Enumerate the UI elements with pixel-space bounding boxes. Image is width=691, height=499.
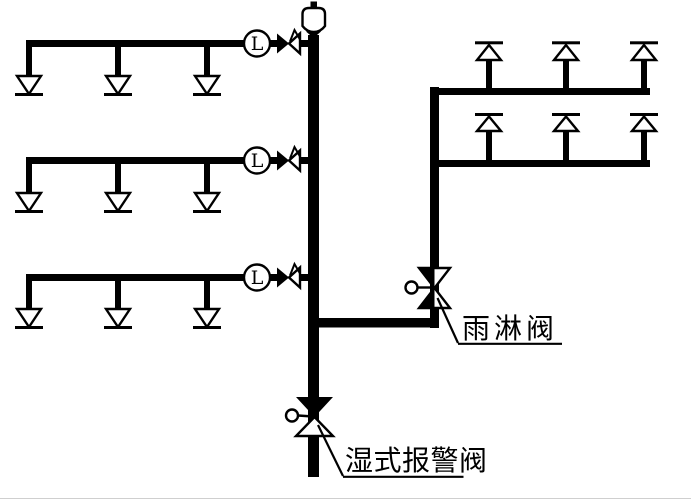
pendent-sprinkler-icon bbox=[192, 74, 222, 97]
flow-indicator-3: L bbox=[242, 263, 272, 292]
air-vent-bell-icon bbox=[301, 1, 327, 38]
main-riser-pipe bbox=[308, 35, 319, 477]
upright-sprinkler-icon bbox=[474, 41, 504, 62]
cross-main-pipe bbox=[308, 318, 439, 328]
valve-flag bbox=[289, 27, 301, 42]
right-lower-branch-pipe bbox=[430, 160, 650, 167]
wet-alarm-valve-label: 湿式报警阀 bbox=[345, 444, 488, 477]
deluge-valve-label: 雨淋阀 bbox=[462, 312, 558, 345]
pendent-sprinkler-row-3 bbox=[14, 307, 222, 330]
upright-sprinkler-icon bbox=[629, 113, 659, 133]
left-branch1-pipe bbox=[26, 40, 244, 47]
pipe-network bbox=[26, 35, 650, 477]
flow-indicator-letter: L bbox=[251, 150, 264, 172]
left-branch2-pipe bbox=[26, 157, 244, 164]
pendent-sprinkler-icon bbox=[192, 307, 222, 330]
left-branch1-stub-a bbox=[270, 40, 278, 47]
flow-indicator-1: L bbox=[242, 29, 272, 58]
left-branch3-pipe bbox=[26, 274, 244, 281]
wet-alarm-valve-icon bbox=[284, 397, 336, 438]
signal-valve-icon bbox=[277, 261, 302, 291]
upright-sprinkler-icon bbox=[551, 41, 581, 62]
pendent-sprinkler-icon bbox=[103, 307, 133, 330]
left-branch3-stub-a bbox=[270, 274, 278, 281]
leader-line bbox=[317, 424, 344, 477]
upright-sprinkler-icon bbox=[629, 41, 659, 62]
flow-indicator-2: L bbox=[242, 146, 272, 175]
left-branch2-stub-b bbox=[298, 157, 309, 164]
upright-sprinkler-icon bbox=[474, 113, 504, 133]
deluge-valve-callout: 雨淋阀 bbox=[436, 297, 562, 345]
left-branch2-stub-a bbox=[270, 157, 278, 164]
valve-actuator-circle bbox=[284, 408, 300, 423]
valve-flag bbox=[289, 144, 301, 159]
pendent-sprinkler-icon bbox=[14, 191, 44, 214]
deluge-feed-pipe bbox=[430, 87, 439, 328]
upright-sprinkler-row-upper bbox=[474, 41, 659, 62]
valve-flag bbox=[289, 261, 301, 276]
pendent-sprinkler-icon bbox=[192, 191, 222, 214]
right-upper-branch-pipe bbox=[430, 88, 650, 95]
deluge-valve-icon bbox=[404, 266, 453, 310]
valve-actuator-circle bbox=[404, 280, 419, 295]
wet-alarm-valve-callout: 湿式报警阀 bbox=[317, 424, 488, 478]
signal-valve-icon bbox=[277, 27, 302, 57]
flow-indicator-letter: L bbox=[251, 267, 264, 289]
pendent-sprinkler-icon bbox=[103, 191, 133, 214]
flow-indicator-letter: L bbox=[251, 33, 264, 55]
pendent-sprinkler-icon bbox=[14, 74, 44, 97]
left-branch1-stub-b bbox=[298, 40, 309, 47]
upright-sprinkler-row-lower bbox=[474, 113, 659, 133]
upright-sprinkler-icon bbox=[551, 113, 581, 133]
pendent-sprinkler-row-1 bbox=[14, 74, 222, 97]
signal-valve-icon bbox=[277, 144, 302, 174]
left-branch3-stub-b bbox=[298, 274, 309, 281]
pendent-sprinkler-row-2 bbox=[14, 191, 222, 214]
pendent-sprinkler-icon bbox=[103, 74, 133, 97]
pendent-sprinkler-icon bbox=[14, 307, 44, 330]
leader-line bbox=[436, 297, 460, 344]
